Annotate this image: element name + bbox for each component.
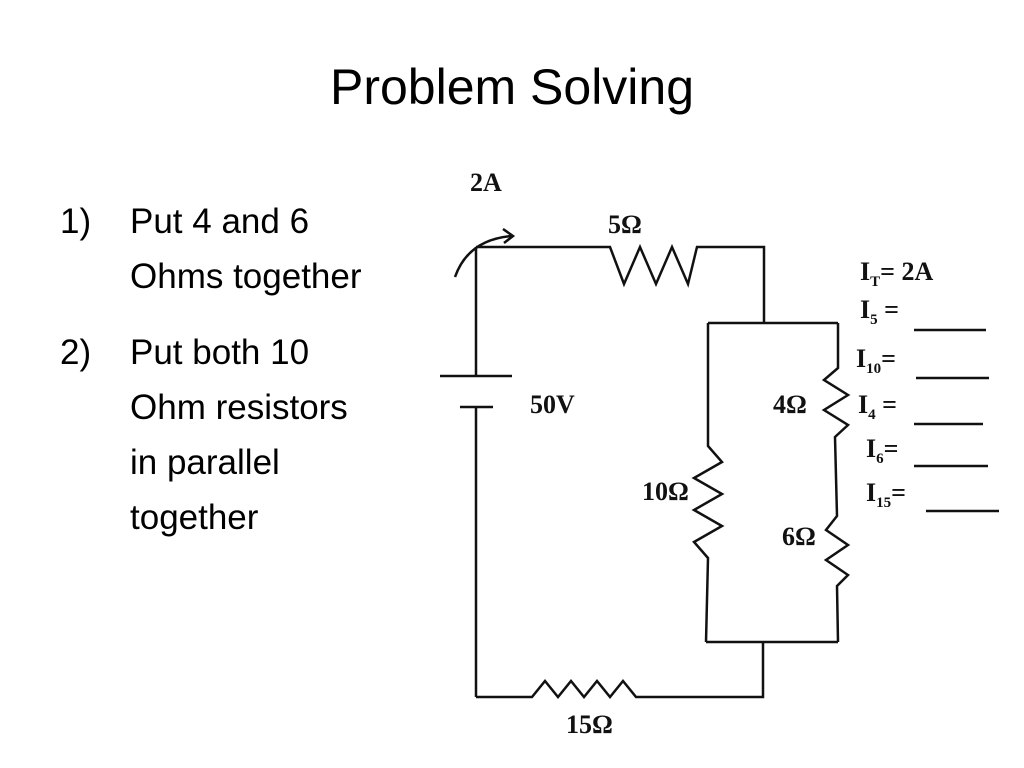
step-2-number: 2) (60, 333, 92, 372)
current-5-equals: = (878, 295, 899, 324)
current-4-subscript: 4 (868, 407, 876, 423)
current-5-line: I5 = (860, 295, 899, 328)
resistor-10-label: 10Ω (642, 477, 689, 506)
current-6-symbol: I (866, 434, 876, 463)
current-4-equals: = (876, 390, 897, 419)
step-1: 1) Put 4 and 6 Ohms together (60, 194, 420, 304)
branch-4-6-wire (821, 323, 851, 643)
current-6-subscript: 6 (876, 451, 884, 467)
step-2-text: Put both 10 Ohm resistors in parallel to… (130, 333, 348, 537)
current-arrow-icon (453, 234, 512, 278)
bottom-wire (476, 642, 765, 699)
current-total-line: IT= 2A (860, 257, 933, 290)
step-list: 1) Put 4 and 6 Ohms together 2) Put both… (60, 194, 420, 545)
current-10-line: I10= (856, 344, 896, 377)
current-5-subscript: 5 (870, 312, 878, 328)
resistor-6-label: 6Ω (782, 522, 816, 551)
step-2: 2) Put both 10 Ohm resistors in parallel… (60, 325, 420, 545)
current-5-symbol: I (860, 295, 870, 324)
current-15-subscript: 15 (876, 495, 891, 511)
step-1-text: Put 4 and 6 Ohms together (130, 202, 362, 296)
battery-label: 50V (530, 390, 575, 419)
current-10-equals: = (881, 344, 896, 373)
current-10-subscript: 10 (866, 361, 881, 377)
slide-title: Problem Solving (329, 59, 695, 115)
current-15-line: I15= (866, 478, 906, 511)
current-4-symbol: I (858, 390, 868, 419)
current-total-value: = 2A (880, 257, 933, 286)
current-10-symbol: I (856, 344, 866, 373)
current-total-symbol: I (860, 257, 870, 286)
branch-10-wire (691, 323, 725, 643)
step-1-number: 1) (60, 202, 92, 241)
resistor-5-label: 5Ω (608, 210, 642, 239)
resistor-4-label: 4Ω (773, 390, 807, 419)
current-4-line: I4 = (858, 390, 897, 423)
current-6-equals: = (884, 434, 899, 463)
current-15-equals: = (891, 478, 906, 507)
current-total-subscript: T (870, 274, 880, 290)
top-wire (476, 243, 766, 323)
resistor-15-label: 15Ω (566, 710, 613, 739)
current-arrow-head-icon (502, 227, 516, 244)
answer-list: IT= 2A I5 = I10= I4 = I6= I15= (856, 257, 999, 513)
current-6-line: I6= (866, 434, 898, 467)
current-15-symbol: I (866, 478, 876, 507)
current-label: 2A (470, 168, 502, 197)
